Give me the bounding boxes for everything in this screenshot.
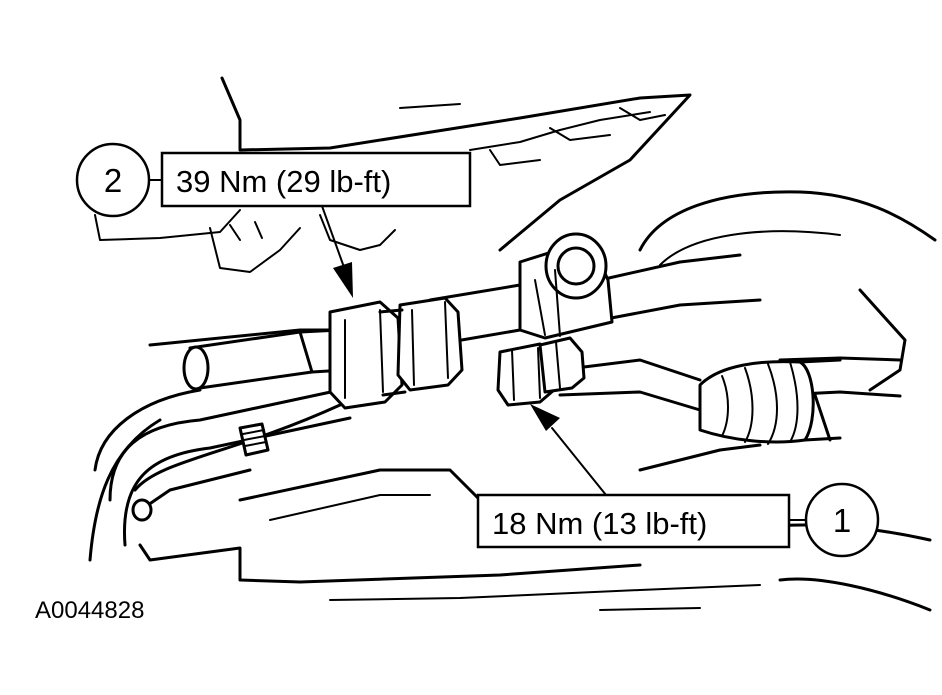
threaded-stud	[238, 422, 270, 457]
callout-2: 2 39 Nm (29 lb-ft)	[75, 142, 472, 298]
callout-2-leader-line	[321, 205, 346, 271]
engine-compartment-linework	[93, 76, 937, 612]
callout-1-torque-label: 18 Nm (13 lb-ft)	[492, 506, 707, 541]
callout-1-leader-line	[551, 427, 607, 496]
callout-2-number: 2	[104, 162, 122, 199]
callout-2-torque-label: 39 Nm (29 lb-ft)	[176, 164, 391, 199]
callout-2-torque-box	[160, 151, 472, 208]
figure-id: A0044828	[35, 597, 144, 624]
callout-1-arrowhead	[530, 404, 560, 431]
callout-1-torque-box	[476, 493, 791, 549]
lower-fitting-assembly	[496, 336, 586, 407]
upper-fitting-assembly	[328, 232, 614, 410]
callout-1-number-circle	[804, 482, 880, 558]
callout-2-arrowhead	[333, 262, 353, 298]
callout-1-number: 1	[833, 502, 851, 539]
ribbed-hose	[698, 358, 842, 445]
callout-1: 18 Nm (13 lb-ft) 1	[476, 404, 880, 558]
